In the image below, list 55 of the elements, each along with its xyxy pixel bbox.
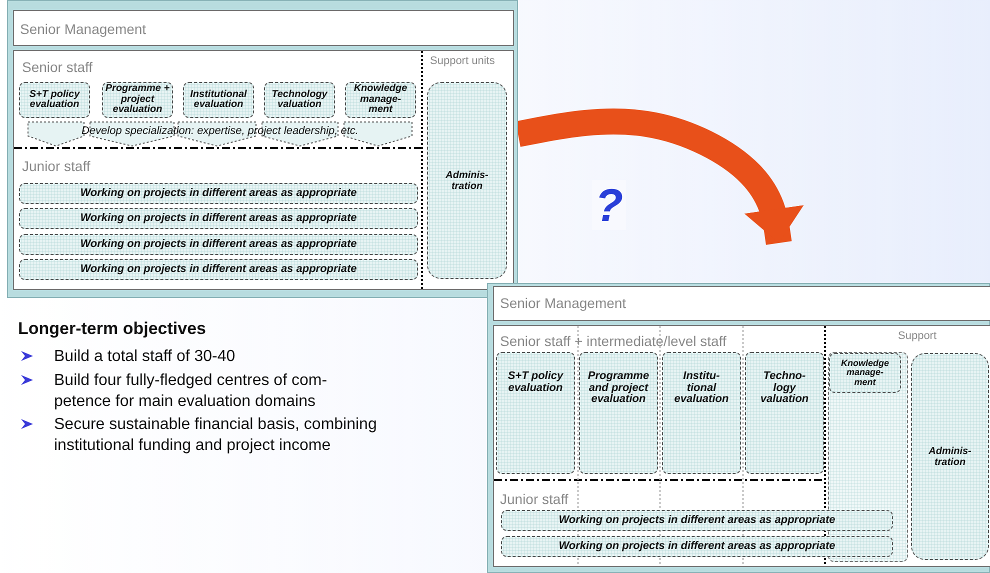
unit-box [496,352,575,474]
unit-box [501,536,893,557]
staff-panel [13,50,514,290]
unit-label: Working on projects in different areas as appropriate [80,238,357,250]
unit-label: Working on projects in different areas as appropriate [80,212,357,224]
management-box [13,10,514,46]
unit-box [427,82,507,279]
unit-box [911,353,989,560]
unit-label: Adminis- tration [928,447,972,468]
unit-label: Programme + project evaluation [104,84,171,116]
management-box [493,286,990,321]
unit-box [183,82,254,118]
unit-label: Institutional evaluation [189,90,248,110]
unit-box [19,259,418,280]
org-chart-frame [487,283,990,573]
org-chart-frame [7,0,518,298]
unit-label: Working on projects in different areas as appropriate [80,264,357,276]
section-heading: Senior Management [500,295,626,311]
question-mark: ? [592,180,626,230]
objectives-heading: Longer-term objectives [18,318,206,339]
objective-item: Build a total staff of 30-40 [54,347,236,367]
section-heading: Support [898,330,937,342]
unit-box [745,352,824,474]
unit-label: Adminis- tration [446,171,488,192]
section-heading: Junior staff [22,158,90,174]
section-heading: Senior staff [22,59,93,75]
unit-label: Working on projects in different areas as appropriate [80,188,357,200]
section-heading: Support units [430,55,495,67]
section-heading: Senior staff + intermediate/level staff [500,333,726,349]
objective-item: Secure sustainable financial basis, combining institutional funding and project income [54,415,378,456]
unit-box [345,82,416,118]
unit-label: Develop specialization: expertise, project leadership, etc. [82,126,358,138]
unit-label: Working on projects in different areas as appropriate [558,514,836,526]
unit-label: Programme and project evaluation [586,371,650,406]
unit-box [829,353,901,393]
unit-box [579,352,658,474]
unit-label: Knowledge manage- ment [840,358,889,388]
unit-box [19,208,418,229]
objective-item: Build four fully-fledged centres of com- petence for main evaluation domains [54,371,328,412]
staff-panel [493,325,990,567]
unit-box [19,234,418,255]
unit-label: Working on projects in different areas as appropriate [558,540,836,552]
unit-box [19,183,418,204]
unit-label: Institu- tional evaluation [674,371,729,406]
unit-box [264,82,335,118]
unit-label: Techno- logy valuation [760,371,809,406]
unit-label: S+T policy evaluation [506,371,564,394]
unit-label: Technology valuation [270,90,328,110]
unit-box [19,82,90,118]
unit-label: Knowledge manage- ment [354,84,408,116]
section-heading: Junior staff [500,491,568,507]
section-heading: Senior Management [20,21,146,37]
unit-box [501,510,893,531]
unit-box [662,352,741,474]
unit-label: S+T policy evaluation [28,90,81,110]
